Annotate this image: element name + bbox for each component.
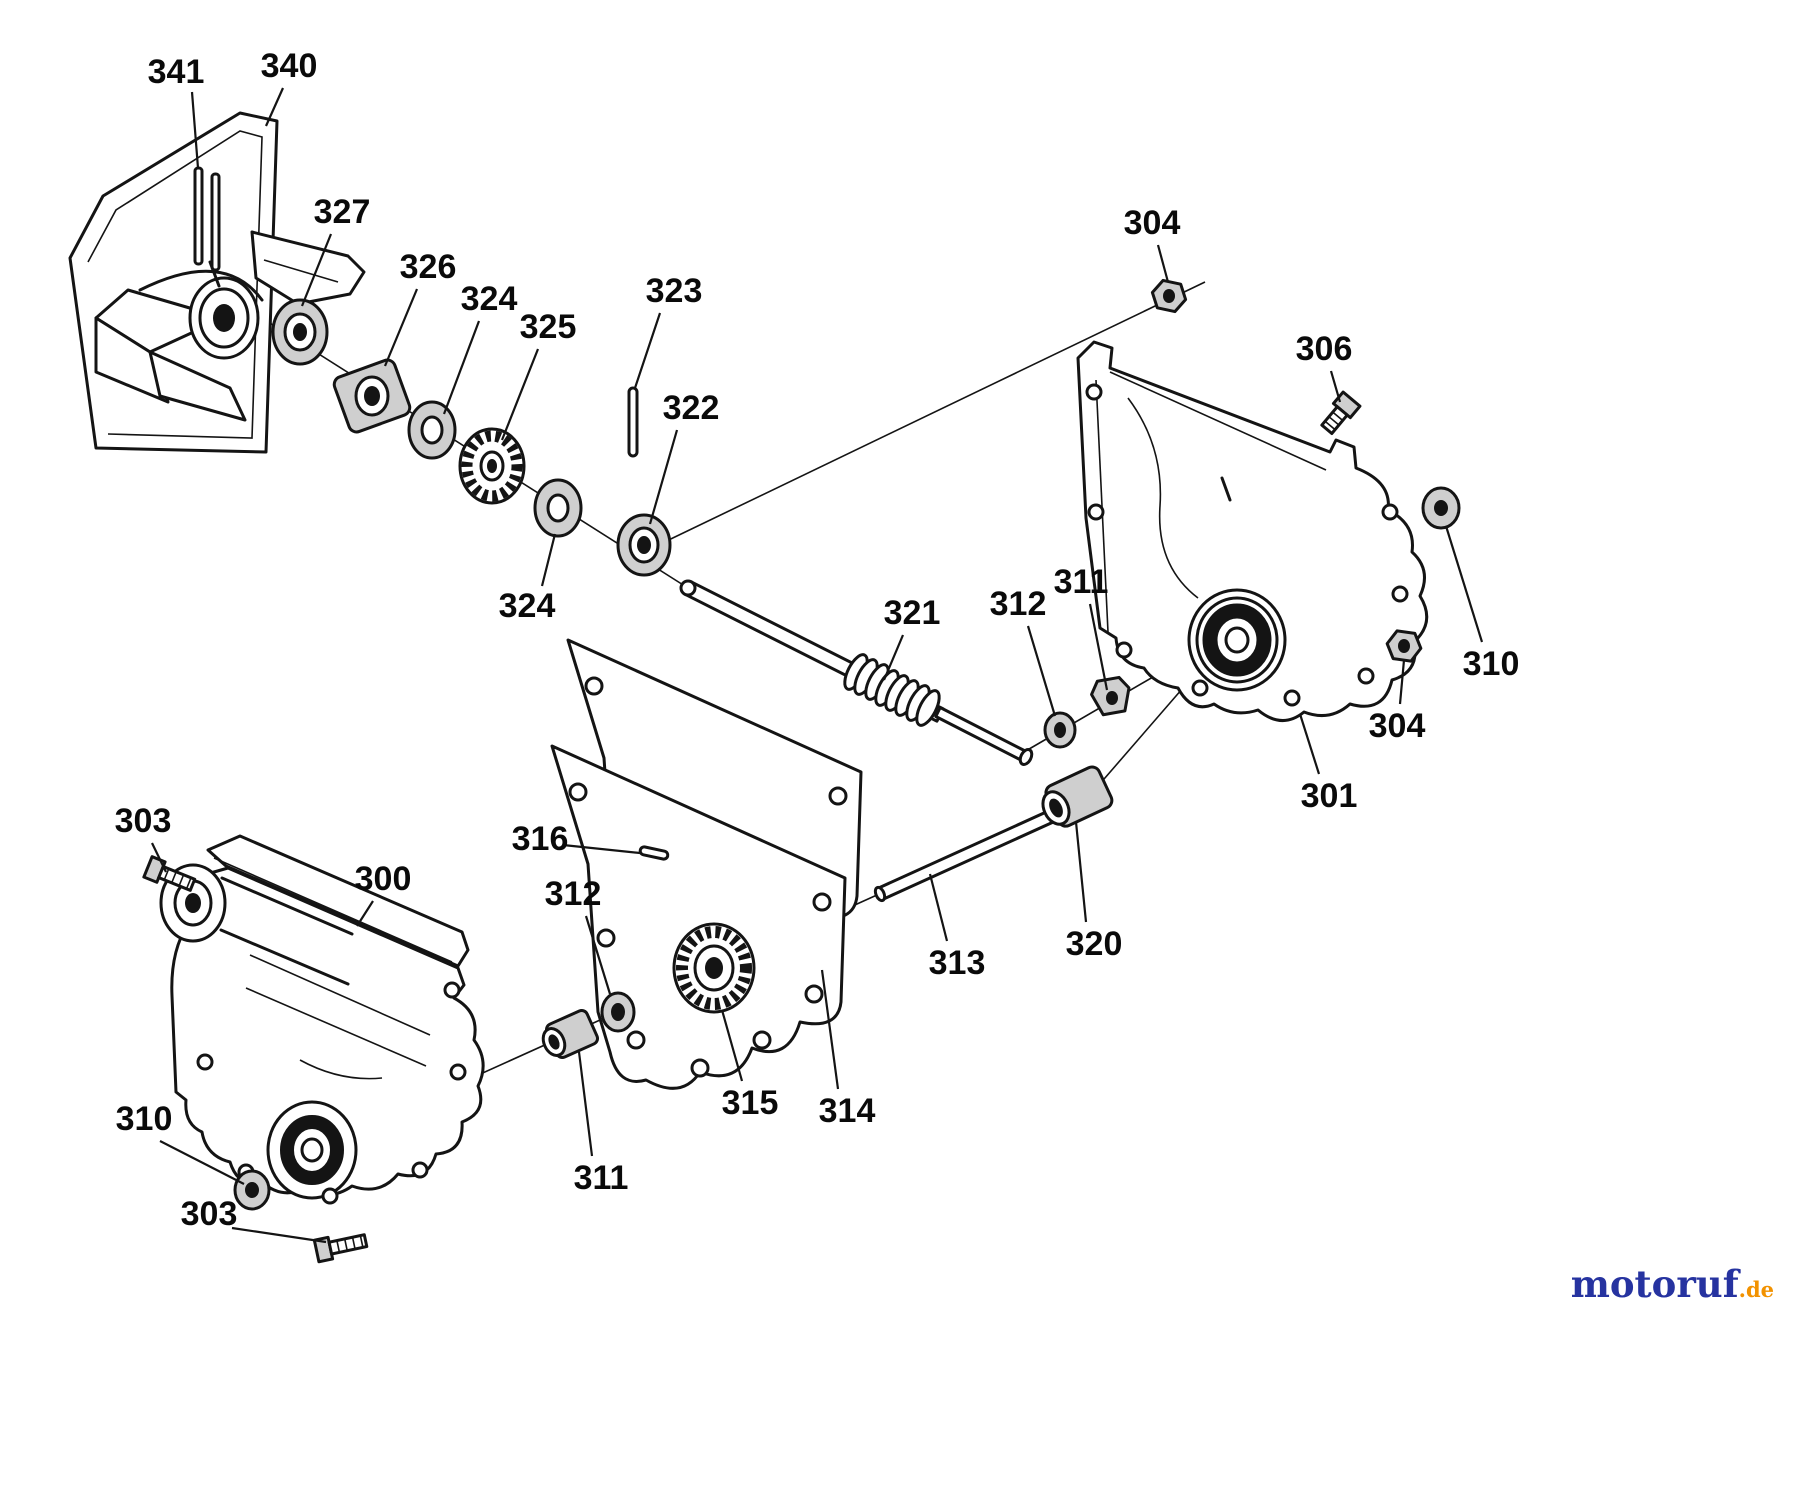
part-label-314-24: 314	[819, 1092, 876, 1130]
leader-line-312-20	[584, 915, 612, 995]
part-label-324-8: 324	[499, 587, 556, 625]
leader-line-324-8	[540, 533, 557, 587]
part-310-washer-left	[233, 1169, 271, 1211]
part-label-324-4: 324	[461, 280, 518, 318]
worm-coils	[843, 653, 941, 727]
leader-line-325-5	[500, 348, 540, 441]
leader-line-321-11	[882, 634, 905, 681]
part-label-303-17: 303	[115, 802, 172, 840]
part-304-hex-nut-top	[1150, 278, 1188, 314]
part-325-lock-washer	[458, 427, 526, 505]
part-label-304-9: 304	[1124, 204, 1181, 242]
leader-line-301-16	[1298, 713, 1321, 775]
part-340-impeller-housing	[68, 111, 366, 454]
leader-line-306-10	[1329, 370, 1342, 403]
part-326-spacer-nut	[332, 358, 412, 434]
part-300-gear-case-left	[159, 834, 485, 1205]
part-label-320-22: 320	[1066, 925, 1123, 963]
part-311-spacer-left	[541, 1009, 599, 1059]
leader-line-310-26	[159, 1140, 245, 1185]
part-label-321-11: 321	[884, 594, 941, 632]
part-label-340-1: 340	[261, 47, 318, 85]
part-322-flanged-bushing	[616, 513, 672, 577]
part-315-spur-gear	[672, 922, 756, 1014]
leader-line-323-6	[633, 312, 662, 389]
part-label-322-7: 322	[663, 389, 720, 427]
leader-line-310-14	[1444, 525, 1484, 643]
part-327-flange-bearing	[271, 298, 329, 366]
leader-line-313-21	[928, 873, 949, 942]
part-label-306-10: 306	[1296, 330, 1353, 368]
part-label-327-2: 327	[314, 193, 371, 231]
part-312-washer-right	[1043, 711, 1077, 749]
part-label-313-21: 313	[929, 944, 986, 982]
leader-line-304-15	[1398, 659, 1406, 705]
leader-line-320-22	[1074, 821, 1088, 923]
part-label-325-5: 325	[520, 308, 577, 346]
part-label-316-19: 316	[512, 820, 569, 858]
part-label-310-26: 310	[116, 1100, 173, 1138]
leader-line-314-24	[820, 969, 840, 1090]
part-310-washer-right	[1421, 486, 1461, 530]
part-341-pins	[193, 166, 221, 288]
part-306-screw	[1320, 390, 1362, 435]
part-324-washer-lower	[533, 478, 583, 538]
part-label-311-13: 311	[1054, 563, 1109, 601]
part-301-gear-case-right	[1076, 340, 1429, 722]
part-321-worm-shaft	[679, 579, 1034, 766]
watermark-brand-text: motoruf	[1570, 1262, 1739, 1306]
part-label-310-14: 310	[1463, 645, 1520, 683]
part-label-315-23: 315	[722, 1084, 779, 1122]
leader-line-326-3	[383, 288, 419, 367]
part-label-341-0: 341	[148, 53, 205, 91]
part-label-326-3: 326	[400, 248, 457, 286]
leader-line-341-0	[190, 91, 200, 169]
watermark-motoruf: motoruf.de	[1571, 1262, 1774, 1306]
part-label-312-20: 312	[545, 875, 602, 913]
leader-line-322-7	[648, 429, 679, 525]
leader-line-327-2	[300, 233, 333, 307]
part-label-301-16: 301	[1301, 777, 1358, 815]
part-311-hex-nut-right	[1090, 675, 1131, 717]
leader-line-312-12	[1026, 625, 1057, 717]
part-label-311-25: 311	[574, 1159, 629, 1197]
part-323-roll-pin	[627, 386, 639, 458]
part-label-303-27: 303	[181, 1195, 238, 1233]
leader-line-340-1	[264, 87, 285, 127]
part-304-hex-nut-lower	[1385, 629, 1423, 663]
part-312-washer-left	[600, 991, 636, 1033]
part-label-312-12: 312	[990, 585, 1047, 623]
leader-line-303-27	[231, 1226, 327, 1244]
leader-line-324-4	[442, 320, 481, 415]
part-316-gear-pin	[638, 845, 670, 861]
part-324-washer-upper	[407, 400, 457, 460]
leader-line-311-13	[1088, 603, 1109, 691]
leader-line-303-17	[151, 842, 167, 873]
part-label-300-18: 300	[355, 860, 412, 898]
leader-line-316-19	[562, 843, 641, 855]
part-label-323-6: 323	[646, 272, 703, 310]
part-303-bolt-top	[142, 855, 197, 892]
watermark-tld-text: .de	[1738, 1277, 1774, 1302]
leader-line-311-25	[577, 1051, 594, 1157]
leader-line-315-23	[720, 1009, 744, 1082]
part-320-coupling	[1041, 765, 1114, 828]
leader-line-300-18	[356, 900, 374, 927]
leader-line-304-9	[1156, 244, 1170, 283]
part-303-bolt-bottom	[312, 1233, 369, 1264]
part-label-304-15: 304	[1369, 707, 1426, 745]
